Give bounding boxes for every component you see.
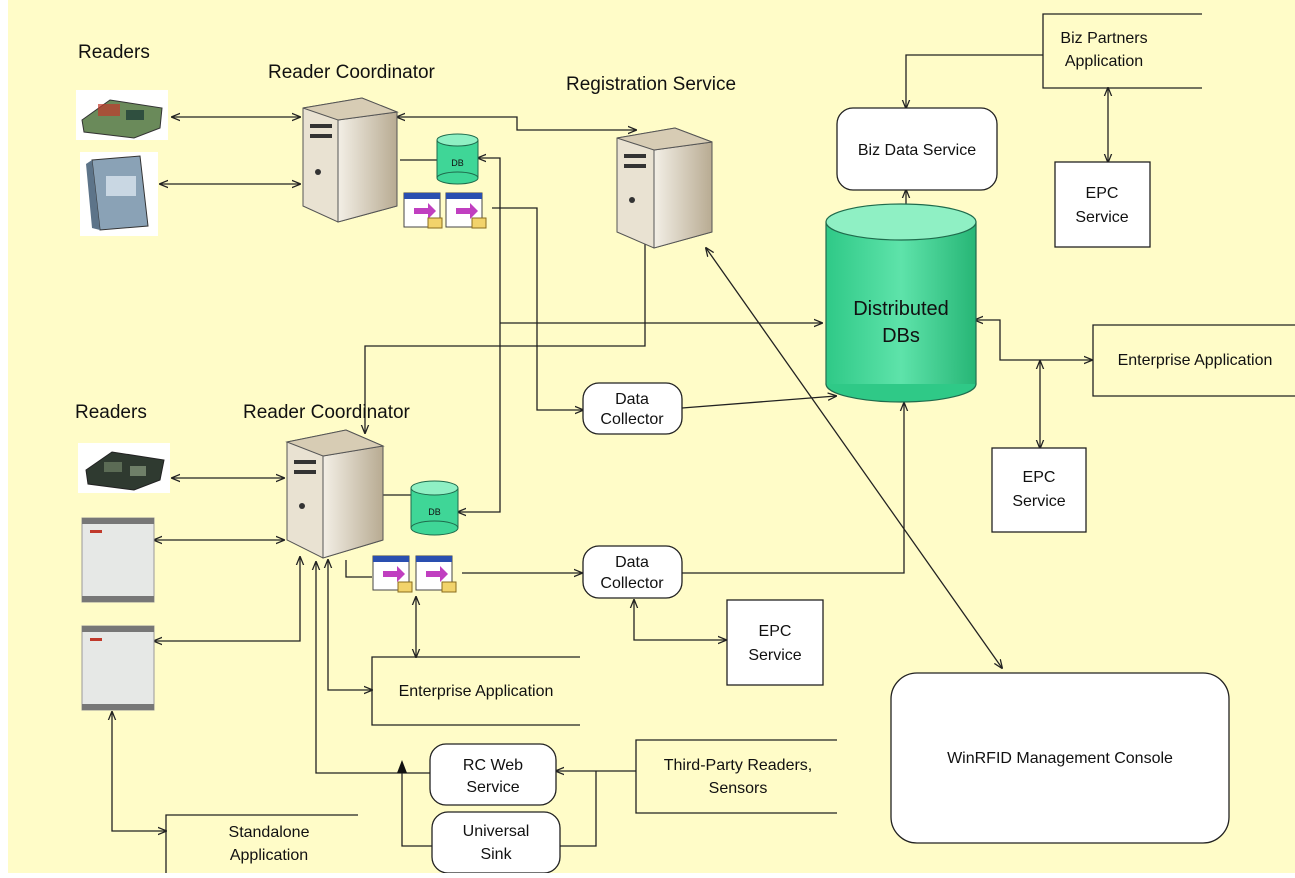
- biz-partners-label-2: Application: [1065, 53, 1143, 70]
- reader-device-board-top: [76, 90, 168, 140]
- reader-coordinator-top-label: Reader Coordinator: [268, 62, 436, 83]
- third-party-readers: Third-Party Readers, Sensors: [635, 739, 837, 814]
- distributed-dbs: Distributed DBs: [825, 203, 977, 403]
- universal-sink: Universal Sink: [431, 811, 561, 874]
- epc-bottom-label-1: EPC: [759, 623, 792, 640]
- data-collector-top: Data Collector: [582, 382, 683, 435]
- data-collector-top-label-1: Data: [615, 391, 649, 408]
- biz-data-service: Biz Data Service: [836, 107, 998, 191]
- rc-web-label-1: RC Web: [463, 757, 523, 774]
- standalone-label-2: Application: [230, 847, 308, 864]
- epc-bottom-label-2: Service: [748, 647, 801, 664]
- epc-right-label-2: Service: [1012, 493, 1065, 510]
- link-registration-console: [706, 248, 1002, 668]
- standalone-label-1: Standalone: [229, 824, 310, 841]
- link-bizpartners-bizdata: [906, 54, 1043, 108]
- universal-sink-label-2: Sink: [480, 846, 512, 863]
- link-thirdparty-sink: [560, 771, 597, 847]
- link-sink-rcweb: [401, 773, 432, 847]
- reader-device-panel-bottom-1: [81, 517, 155, 603]
- readers-top-label: Readers: [78, 42, 150, 63]
- epc-service-bottom: EPC Service: [726, 599, 824, 686]
- link-rc2-enterprise: [328, 560, 372, 690]
- enterprise-bottom-label: Enterprise Application: [399, 683, 554, 700]
- reader-device-box-top: [80, 152, 158, 236]
- enterprise-application-right: Enterprise Application: [1092, 324, 1295, 397]
- registration-service-label: Registration Service: [566, 74, 736, 95]
- reader-device-board-bottom: [78, 443, 170, 493]
- epc-top-label-1: EPC: [1086, 185, 1119, 202]
- link-datacollector2-epc: [634, 600, 726, 640]
- data-collector-bottom-label-1: Data: [615, 554, 649, 571]
- biz-partners-application: Biz Partners Application: [1042, 13, 1202, 89]
- rc-web-service: RC Web Service: [429, 743, 557, 806]
- third-party-label-1: Third-Party Readers,: [664, 757, 813, 774]
- enterprise-right-label: Enterprise Application: [1118, 352, 1273, 369]
- rc-web-label-2: Service: [466, 779, 519, 796]
- arrowhead-sink-rcweb: [397, 760, 407, 773]
- standalone-application: Standalone Application: [165, 814, 358, 873]
- reader-coordinator-server-top: [302, 97, 399, 223]
- management-console-label: WinRFID Management Console: [947, 750, 1173, 767]
- biz-partners-label-1: Biz Partners: [1060, 30, 1147, 47]
- third-party-label-2: Sensors: [709, 780, 768, 797]
- link-standalone-reader5: [112, 712, 166, 831]
- message-icons-top: [403, 192, 487, 229]
- data-collector-bottom-label-2: Collector: [600, 575, 664, 592]
- enterprise-application-bottom: Enterprise Application: [371, 656, 580, 726]
- db-small-bottom-label: DB: [428, 507, 441, 517]
- winrfid-management-console: WinRFID Management Console: [890, 672, 1230, 844]
- epc-top-label-2: Service: [1075, 209, 1128, 226]
- epc-service-top: EPC Service: [1054, 161, 1151, 248]
- universal-sink-label-1: Universal: [463, 823, 530, 840]
- link-db1-db2: [458, 158, 501, 512]
- distributed-dbs-label-2: DBs: [882, 325, 920, 347]
- message-icons-bottom: [372, 555, 457, 593]
- epc-right-label-1: EPC: [1023, 469, 1056, 486]
- db-small-bottom: DB: [410, 480, 459, 536]
- link-datacollector2-distdb: [682, 403, 904, 574]
- data-collector-top-label-2: Collector: [600, 411, 664, 428]
- connectors: [112, 54, 1108, 847]
- registration-service-server: [616, 127, 713, 249]
- link-rc1-registration: [397, 117, 636, 130]
- epc-service-right: EPC Service: [991, 447, 1087, 533]
- link-rcweb-rc2: [316, 562, 430, 774]
- data-collector-bottom: Data Collector: [582, 545, 683, 599]
- distributed-dbs-label-1: Distributed: [853, 298, 949, 320]
- link-rc1-datacollector1: [492, 207, 583, 410]
- db-small-top-label: DB: [451, 158, 464, 168]
- readers-bottom-label: Readers: [75, 402, 147, 423]
- reader-coordinator-server-bottom: [285, 429, 385, 559]
- reader-device-panel-bottom-2: [81, 625, 155, 711]
- reader-coordinator-bottom-label: Reader Coordinator: [243, 402, 411, 423]
- link-reader5-rc2: [154, 557, 300, 641]
- biz-data-service-label: Biz Data Service: [858, 142, 976, 159]
- link-registration-rc2: [365, 240, 646, 433]
- db-small-top: DB: [436, 133, 479, 185]
